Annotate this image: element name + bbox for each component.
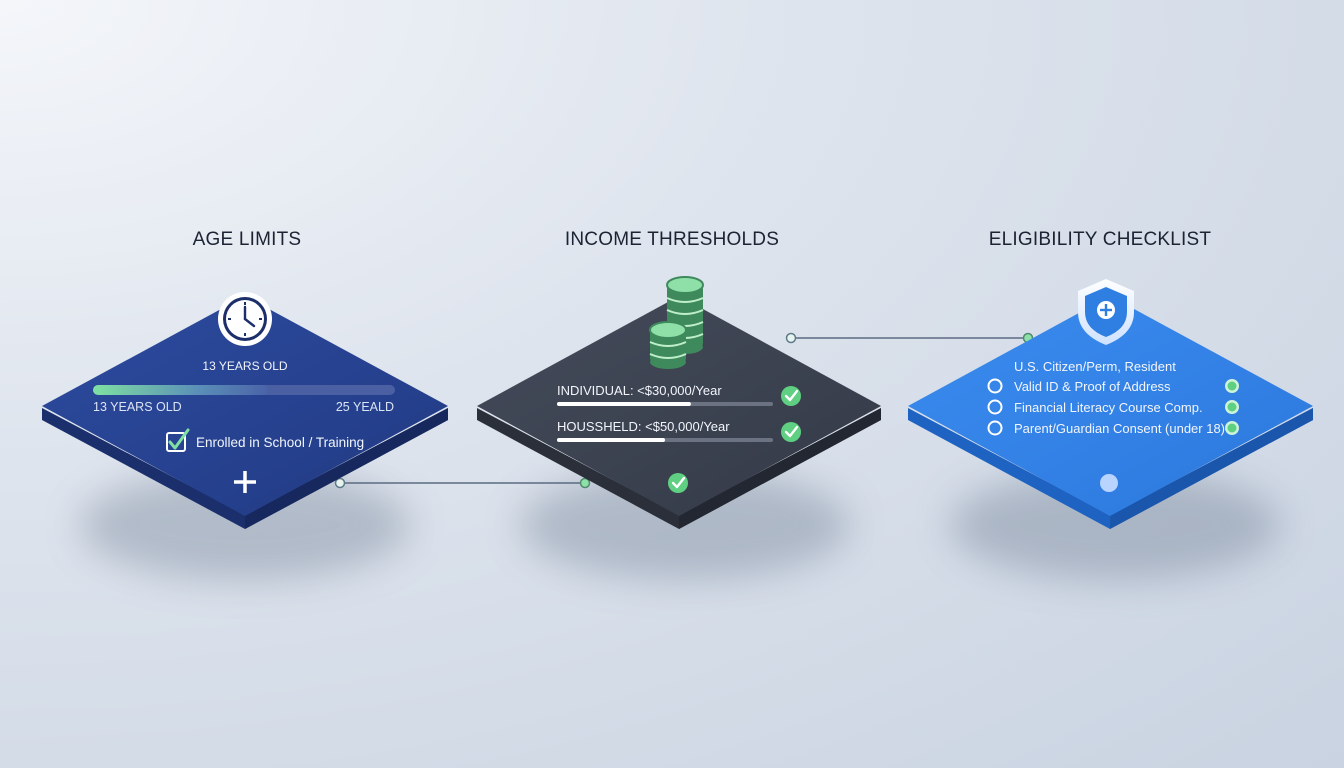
enrolled-checkbox-label: Enrolled in School / Training <box>196 435 365 450</box>
check-icon-income-footer <box>668 473 688 493</box>
income-individual-label: INDIVIDUAL: <$30,000/Year <box>557 383 722 398</box>
checklist-status-dot <box>1100 474 1118 492</box>
income-household-label: HOUSSHELD: <$50,000/Year <box>557 419 730 434</box>
checklist-done-dot-3 <box>1225 421 1239 435</box>
shield-plus-icon <box>1078 279 1134 345</box>
checklist-header-item: U.S. Citizen/Perm, Resident <box>1014 359 1176 374</box>
age-limits-title: AGE LIMITS <box>192 229 302 250</box>
eligibility-checklist-panel <box>908 296 1313 529</box>
slider-max-label: 25 YEALD <box>335 400 394 414</box>
connector-income-checklist <box>785 332 1034 344</box>
checklist-item-2: Financial Literacy Course Comp. <box>1014 400 1203 415</box>
age-label: 13 YEARS OLD <box>202 359 288 373</box>
checklist-radio-1[interactable] <box>987 378 1003 394</box>
connector-age-income <box>334 477 591 489</box>
check-icon-individual <box>781 386 801 406</box>
clock-icon <box>218 292 272 346</box>
plus-icon[interactable] <box>234 471 256 493</box>
check-icon-household <box>781 422 801 442</box>
checklist-radio-2[interactable] <box>987 399 1003 415</box>
checklist-done-dot-1 <box>1225 379 1239 393</box>
checklist-item-3: Parent/Guardian Consent (under 18) <box>1014 421 1226 436</box>
income-bar-individual <box>557 402 773 406</box>
age-slider[interactable] <box>93 385 395 395</box>
income-thresholds-title: INCOME THRESHOLDS <box>564 229 780 250</box>
income-bar-household <box>557 438 773 442</box>
checklist-radio-3[interactable] <box>987 420 1003 436</box>
eligibility-checklist-title: ELIGIBILITY CHECKLIST <box>988 229 1212 250</box>
enrolled-checkbox[interactable] <box>166 428 190 452</box>
age-limits-panel <box>42 296 448 529</box>
checklist-done-dot-2 <box>1225 400 1239 414</box>
slider-min-label: 13 YEARS OLD <box>93 400 182 414</box>
coin-stack-icon <box>649 276 704 369</box>
checklist-item-1: Valid ID & Proof of Address <box>1014 379 1171 394</box>
